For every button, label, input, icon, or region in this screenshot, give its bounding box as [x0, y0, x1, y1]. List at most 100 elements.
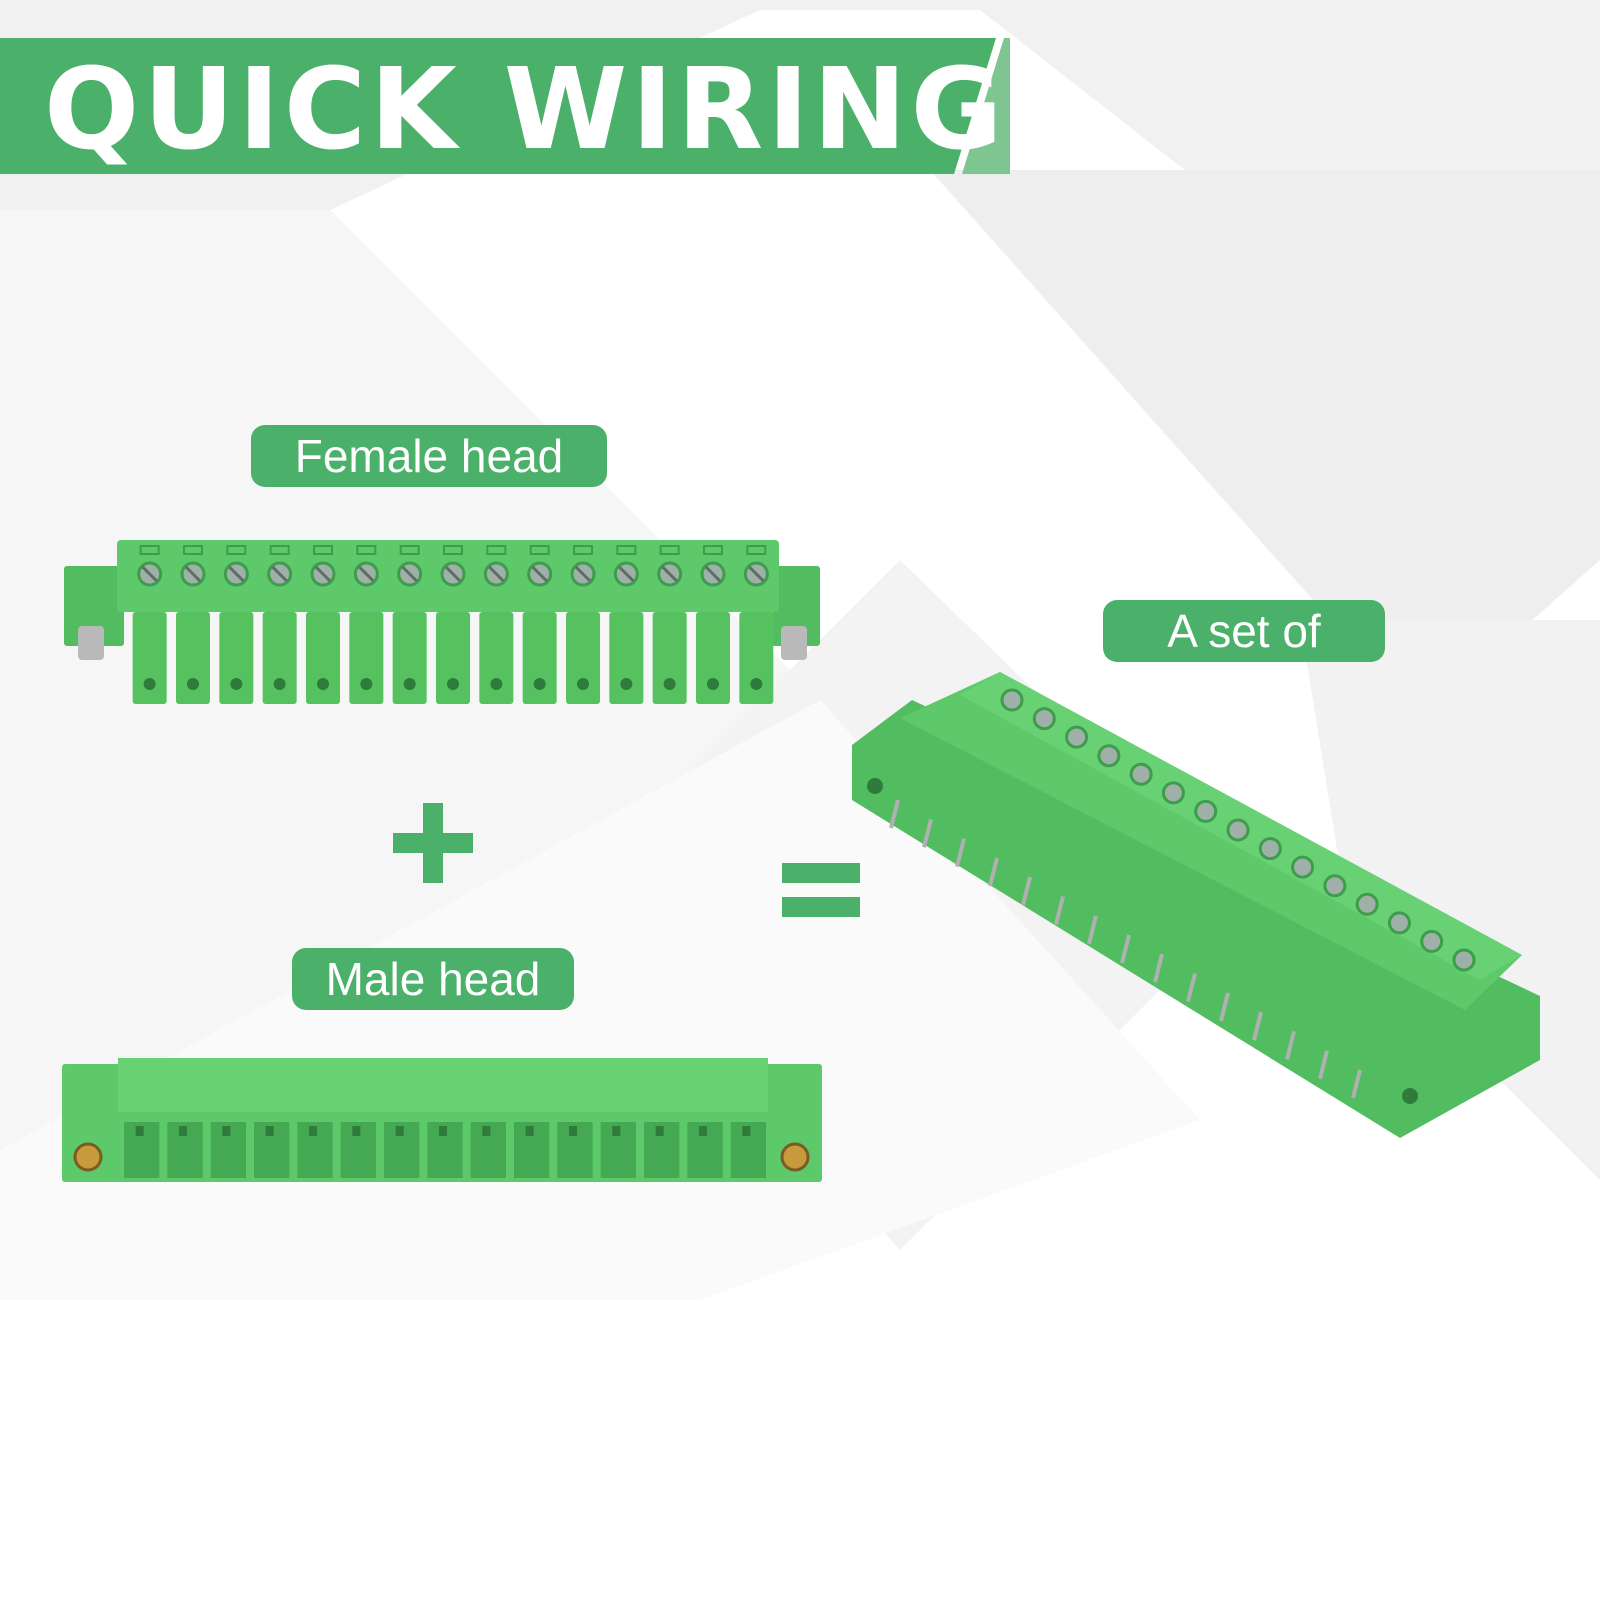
set-pin: [1054, 895, 1065, 925]
female-screw-slot: [618, 565, 635, 583]
female-slot: [659, 545, 680, 555]
set-screw-head: [1032, 707, 1056, 731]
female-screw-slot: [228, 565, 245, 583]
female-terminal: [522, 612, 557, 704]
male-nut-right: [780, 1142, 810, 1172]
female-slot: [529, 545, 550, 555]
male-pin-hole: [742, 1126, 751, 1136]
set-screw-head: [1226, 818, 1250, 842]
female-wire-hole: [577, 678, 589, 690]
female-wire-hole: [620, 678, 633, 690]
female-terminal: [349, 612, 384, 704]
female-terminal: [436, 612, 470, 704]
female-screw-slot: [184, 565, 202, 583]
female-slot: [183, 545, 203, 555]
set-pin: [1153, 953, 1164, 983]
set-pin: [988, 857, 999, 887]
set-pin: [889, 799, 900, 829]
female-wire-hole: [663, 678, 676, 690]
set-pin: [1285, 1030, 1296, 1060]
female-slot: [226, 545, 247, 555]
female-screw-slot: [358, 565, 375, 583]
male-pin-hole: [699, 1126, 707, 1136]
set-plug-body: [900, 672, 1522, 1010]
set-pin: [955, 838, 966, 868]
female-screw-right: [781, 626, 807, 660]
male-pin-hole: [309, 1126, 317, 1136]
female-wire-hole: [143, 678, 156, 690]
female-terminal: [479, 612, 514, 704]
female-flange-left: [64, 566, 124, 646]
a-set-of-label: A set of: [1103, 600, 1385, 662]
female-wire-hole: [317, 678, 329, 690]
male-pin-hole: [655, 1126, 664, 1136]
female-slot: [616, 545, 637, 555]
set-pin: [1120, 934, 1131, 964]
female-slot: [269, 545, 290, 555]
set-screw-head: [1065, 725, 1089, 749]
female-terminal: [262, 612, 297, 704]
female-screw-slot: [488, 565, 505, 583]
set-screw-head: [1000, 688, 1024, 712]
male-top-ridge: [118, 1058, 768, 1112]
female-terminal: [219, 612, 254, 704]
female-screw-slot: [141, 565, 158, 583]
female-slot: [356, 545, 377, 555]
female-wire-hole: [403, 678, 416, 690]
female-terminal: [739, 612, 774, 704]
female-slot: [399, 545, 420, 555]
female-flange-right: [772, 566, 820, 646]
female-terminal: [176, 612, 210, 704]
female-terminal: [652, 612, 687, 704]
set-pin: [1087, 915, 1098, 945]
female-wire-hole: [360, 678, 373, 690]
male-pin-hole: [222, 1126, 231, 1136]
male-pin-hole: [482, 1126, 491, 1136]
male-head-label: Male head: [292, 948, 574, 1010]
set-screw-head: [1420, 929, 1444, 953]
female-wire-hole: [273, 678, 286, 690]
set-pin: [1186, 973, 1197, 1003]
set-pin: [1318, 1050, 1329, 1080]
set-screw-head: [1161, 781, 1185, 805]
set-screw-head: [1452, 948, 1476, 972]
female-terminal: [609, 612, 644, 704]
female-screw-slot: [271, 565, 288, 583]
female-wire-hole: [533, 678, 546, 690]
female-wire-hole: [750, 678, 763, 690]
set-base-body: [852, 700, 1540, 1138]
female-slot: [486, 545, 507, 555]
female-slot: [443, 545, 463, 555]
female-wire-hole: [490, 678, 503, 690]
female-slot: [139, 545, 160, 555]
set-screw-head: [1097, 744, 1121, 768]
set-pin: [1351, 1069, 1362, 1099]
set-pin: [1219, 992, 1230, 1022]
set-screw-head: [1355, 892, 1379, 916]
female-head-label: Female head: [251, 425, 607, 487]
female-screw-slot: [748, 565, 765, 583]
male-pin-hole: [352, 1126, 361, 1136]
female-screw-slot: [661, 565, 678, 583]
female-screw-slot: [444, 565, 462, 583]
set-pin: [922, 818, 933, 848]
female-screw-slot: [531, 565, 548, 583]
set-pin: [1021, 876, 1032, 906]
female-slot: [746, 545, 767, 555]
set-screw-head: [1387, 911, 1411, 935]
female-terminal: [566, 612, 600, 704]
female-screw-slot: [574, 565, 592, 583]
female-screw-slot: [401, 565, 418, 583]
female-terminal: [696, 612, 730, 704]
female-wire-hole: [230, 678, 243, 690]
male-pin-hole: [525, 1126, 534, 1136]
male-pin-hole: [179, 1126, 187, 1136]
female-slot: [573, 545, 593, 555]
female-slot: [313, 545, 333, 555]
set-screw-head: [1291, 855, 1315, 879]
female-slot: [703, 545, 723, 555]
set-mount-hole-left: [867, 778, 883, 794]
